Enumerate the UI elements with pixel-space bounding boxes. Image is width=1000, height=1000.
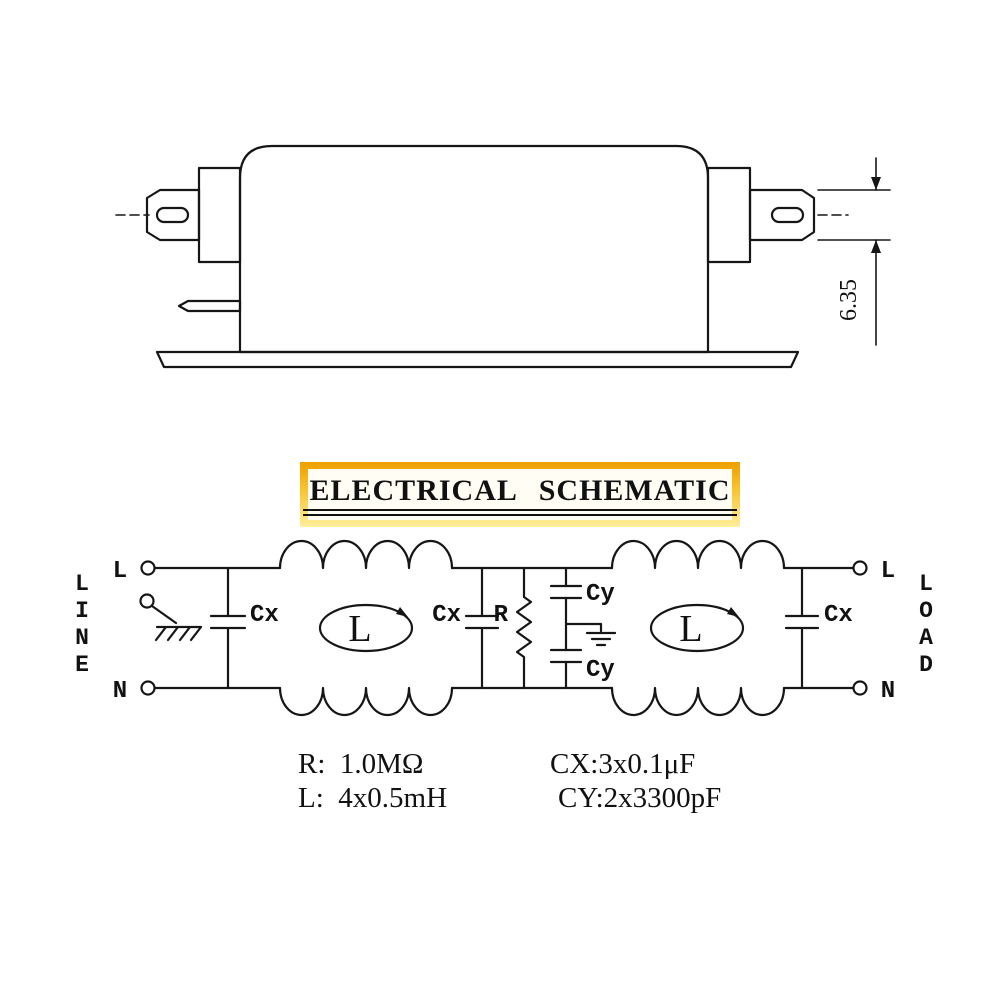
dim-arrow-down-icon [871, 177, 881, 190]
load-letter-2: O [919, 598, 933, 624]
load-letter-4: D [919, 652, 933, 678]
value-cy: CY:2x3300pF [558, 782, 721, 814]
right-terminal-block [706, 166, 752, 264]
load-letter-3: A [919, 625, 933, 651]
choke2-rotation-ellipse [649, 603, 745, 653]
line-letter-1: L [75, 571, 89, 597]
resistor [515, 566, 533, 690]
mechanical-drawing [115, 144, 891, 369]
schematic-title-inner: ELECTRICAL SCHEMATIC [303, 469, 737, 520]
label-terminal-right-l: L [881, 558, 895, 585]
cy-ground-symbol [564, 622, 617, 647]
dim-arrow-up-icon [871, 240, 881, 253]
terminal-line-n [140, 680, 156, 696]
label-cx-left: Cx [250, 602, 279, 629]
ground-lug [177, 299, 242, 313]
line-letter-4: E [75, 652, 89, 678]
value-l: L: 4x0.5mH [298, 782, 447, 814]
right-terminal-slot [770, 206, 805, 224]
label-cy-bottom: Cy [586, 657, 615, 684]
choke1-bottom-coil [278, 686, 454, 717]
value-r: R: 1.0MΩ [298, 748, 424, 780]
right-spade-terminal [748, 188, 816, 242]
line-letter-3: N [75, 625, 89, 651]
circuit-schematic [139, 539, 868, 717]
terminal-line-l [140, 560, 156, 576]
label-cy-top: Cy [586, 581, 615, 608]
load-side-label: L O A D [919, 571, 933, 678]
choke1-top-coil [278, 539, 454, 570]
label-choke-left: L [348, 608, 371, 650]
label-terminal-right-n: N [881, 678, 895, 705]
left-terminal-slot [155, 206, 190, 224]
left-terminal-block [197, 166, 242, 264]
mounting-flange [155, 350, 800, 369]
load-letter-1: L [919, 571, 933, 597]
choke1-rotation-ellipse [318, 603, 414, 653]
label-resistor: R [494, 602, 509, 629]
terminal-load-l [852, 560, 868, 576]
terminal-load-n [852, 680, 868, 696]
line-ground-symbol [150, 604, 203, 642]
component-values: R: 1.0MΩ L: 4x0.5mH CX:3x0.1μF CY:2x3300… [298, 748, 721, 814]
line-side-label: L I N E [75, 571, 89, 678]
label-cx-right: Cx [824, 602, 853, 629]
value-cx: CX:3x0.1μF [550, 748, 695, 780]
left-spade-terminal [145, 188, 201, 242]
choke2-top-coil [610, 539, 786, 570]
label-cx-mid: Cx [432, 602, 461, 629]
schematic-title-banner: ELECTRICAL SCHEMATIC [300, 462, 740, 527]
line-letter-2: I [75, 598, 89, 624]
cx-mid-capacitor [464, 566, 500, 690]
cx-right-capacitor [784, 566, 820, 690]
filter-body-outline [238, 144, 710, 354]
choke2-bottom-coil [610, 686, 786, 717]
label-terminal-left-l: L [113, 558, 127, 585]
cx-left-capacitor [209, 566, 247, 690]
schematic-title: ELECTRICAL SCHEMATIC [303, 474, 737, 516]
label-choke-right: L [679, 608, 702, 650]
choke2-arrowhead-icon [727, 607, 739, 617]
terminal-line-ground [139, 593, 155, 609]
choke1-arrowhead-icon [396, 607, 408, 617]
cy-capacitors [549, 566, 583, 690]
dimension-label: 6.35 [836, 279, 862, 321]
label-terminal-left-n: N [113, 678, 127, 705]
